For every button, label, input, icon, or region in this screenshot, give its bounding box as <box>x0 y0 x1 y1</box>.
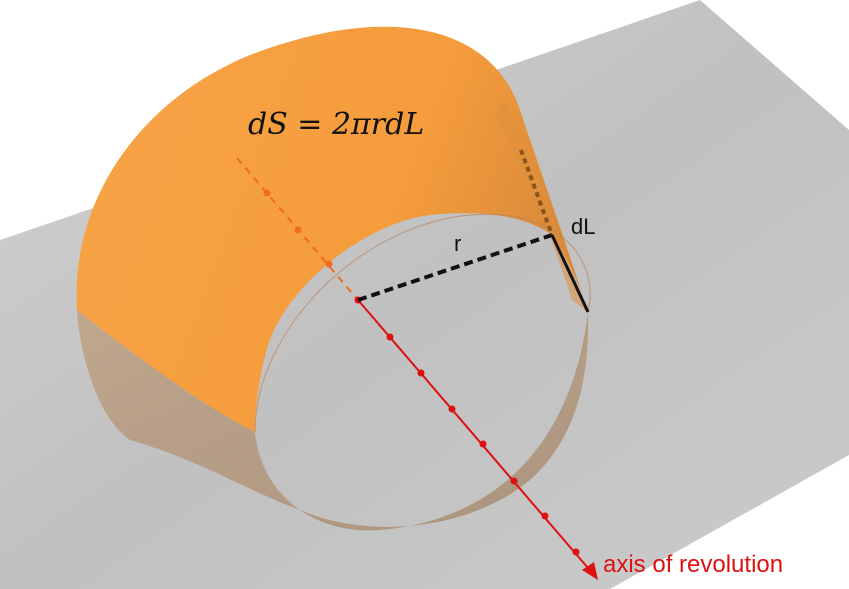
axis-point <box>572 548 580 556</box>
axis-point <box>510 477 518 485</box>
surface-upper-band <box>76 26 588 433</box>
axis-arrowhead <box>582 562 598 580</box>
slant-hidden-dashed <box>519 149 554 236</box>
inner-ellipse-edge <box>254 213 591 433</box>
axis-point <box>541 512 549 520</box>
surface-lower-translucent <box>77 310 589 531</box>
radius-dashed-line <box>357 233 553 302</box>
axis-point <box>417 369 425 377</box>
axis-point <box>386 333 394 341</box>
axis-label: axis of revolution <box>603 551 783 578</box>
axis-point <box>479 440 487 448</box>
axis-point <box>448 405 456 413</box>
slant-label: dL <box>571 214 595 239</box>
slant-element-dl <box>550 234 590 313</box>
axis-point-hidden <box>294 226 302 234</box>
axis-point-hidden <box>325 260 333 268</box>
radius-label: r <box>454 231 461 256</box>
axis-point-hidden <box>263 189 271 197</box>
axis-line <box>357 299 589 569</box>
surface-area-formula: dS = 2πrdL <box>248 107 424 142</box>
